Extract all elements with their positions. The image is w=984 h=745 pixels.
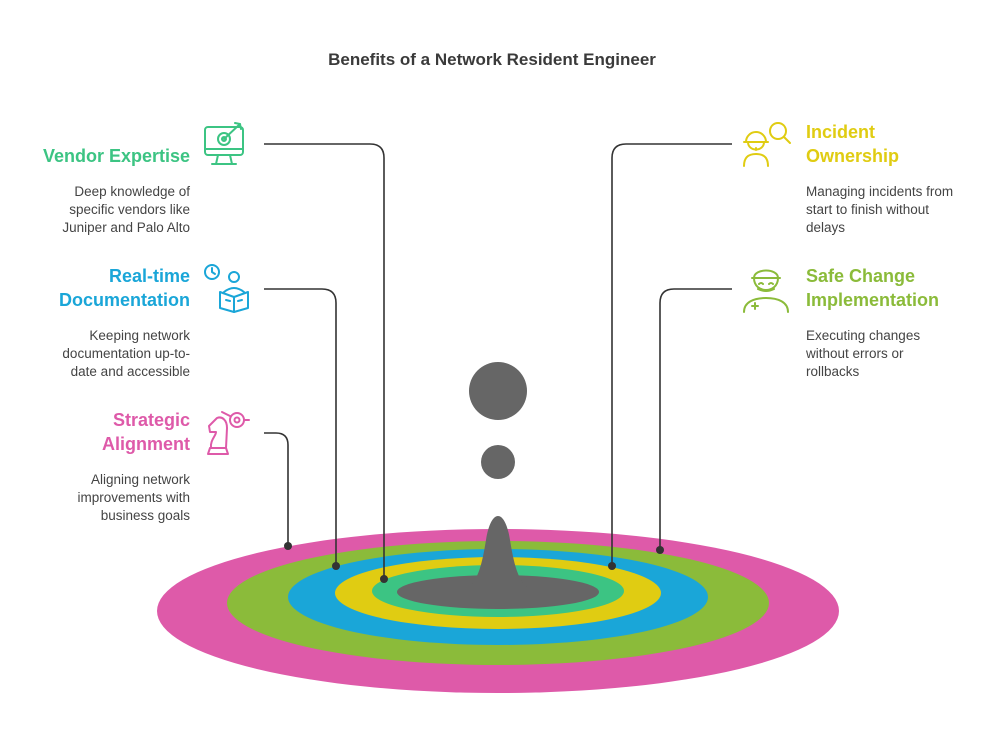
change-heading: Safe Change Implementation <box>806 266 940 310</box>
vendor-heading: Vendor Expertise <box>42 146 190 166</box>
monitor-target-icon <box>204 122 244 165</box>
connector-strategic <box>264 432 289 546</box>
worker-search-icon <box>743 122 791 167</box>
surgeon-icon <box>743 269 789 313</box>
connector-dot-incident <box>608 562 616 570</box>
connector-incident <box>611 143 732 566</box>
documentation-description: Keeping network documentation up-to-date… <box>62 328 190 379</box>
strategic-heading: Strategic Alignment <box>102 410 190 454</box>
connector-dot-strategic <box>284 542 292 550</box>
droplet-small <box>481 445 515 479</box>
connector-documentation <box>264 288 337 566</box>
connector-dot-vendor <box>380 575 388 583</box>
chess-knight-target-icon <box>207 411 250 455</box>
change-description: Executing changes without errors or roll… <box>806 328 921 379</box>
vendor-description: Deep knowledge of specific vendors like … <box>62 184 190 235</box>
page-title: Benefits of a Network Resident Engineer <box>328 50 656 69</box>
incident-heading: Incident Ownership <box>806 122 900 166</box>
strategic-description: Aligning network improvements with busin… <box>77 472 190 523</box>
incident-description: Managing incidents from start to finish … <box>806 184 954 235</box>
connector-change <box>659 288 732 550</box>
connector-dot-change <box>656 546 664 554</box>
connector-dot-documentation <box>332 562 340 570</box>
documentation-heading: Real-time Documentation <box>58 266 190 310</box>
connector-vendor <box>264 143 385 579</box>
droplet-large <box>469 362 527 420</box>
person-reading-clock-icon <box>204 264 249 313</box>
splash-peak <box>430 516 566 597</box>
